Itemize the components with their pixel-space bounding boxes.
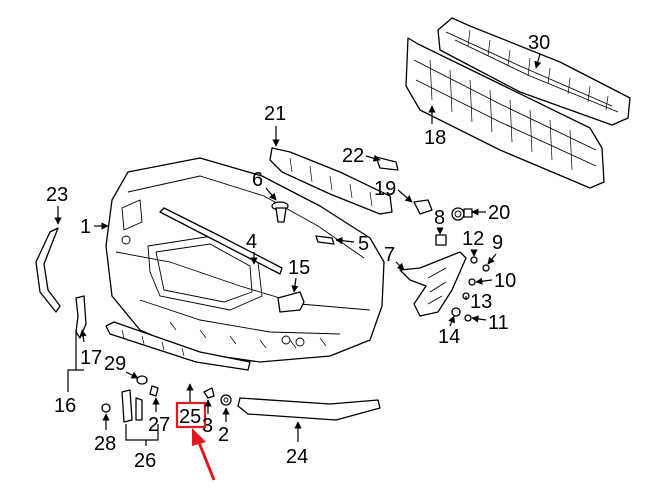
part-18-absorber [405, 37, 605, 189]
callout-23: 23 [46, 184, 68, 206]
part-19-plate [413, 199, 433, 215]
callout-14: 14 [438, 326, 460, 348]
part-8-nut [435, 234, 447, 246]
callout-27: 27 [148, 414, 170, 436]
callout-9: 9 [492, 232, 503, 254]
part-24-lower-molding [237, 397, 381, 421]
callout-2: 2 [218, 424, 229, 446]
callout-5: 5 [358, 233, 369, 255]
part-4-molding [159, 207, 283, 275]
part-22-clip [375, 156, 399, 171]
part-20-grommet [451, 207, 473, 221]
part-7-side-bracket [399, 251, 467, 317]
callout-24: 24 [286, 446, 308, 468]
callout-13: 13 [470, 291, 492, 313]
callout-10: 10 [494, 270, 516, 292]
callout-11: 11 [488, 312, 509, 334]
callout-7: 7 [384, 244, 395, 266]
callout-20: 20 [488, 202, 510, 224]
callout-18: 18 [424, 127, 446, 149]
callout-4: 4 [246, 231, 257, 253]
callout-25: 25 [179, 406, 201, 428]
callout-6: 6 [252, 169, 263, 191]
callout-17: 17 [80, 347, 102, 369]
callout-16: 16 [54, 395, 76, 417]
callout-26: 26 [134, 450, 156, 472]
callout-21: 21 [264, 103, 286, 125]
callout-19: 19 [374, 178, 396, 200]
part-15-bracket [277, 291, 305, 313]
part-17-strip [75, 295, 87, 339]
highlight-arrow [192, 428, 216, 481]
highlight-box-25 [175, 401, 207, 429]
callout-15: 15 [288, 257, 310, 279]
part-5-plate [315, 235, 335, 245]
small-parts-bottom [101, 375, 232, 423]
lower-grille-strip [105, 321, 251, 371]
callout-28: 28 [94, 433, 116, 455]
callout-22: 22 [342, 145, 364, 167]
callout-8: 8 [434, 207, 445, 229]
part-23-side-strip [35, 227, 61, 313]
callouts: 30 18 21 22 19 20 8 6 5 4 1 23 1 [46, 32, 550, 472]
callout-3: 3 [202, 415, 213, 437]
callout-12: 12 [462, 228, 484, 250]
part-21-bracket [269, 147, 393, 215]
callout-29: 29 [104, 353, 126, 375]
part-6-push-clip [271, 201, 289, 223]
part-30-reinforcement [437, 17, 631, 126]
callout-30: 30 [528, 32, 550, 54]
callout-1: 1 [80, 216, 91, 238]
part-1-bumper-cover [105, 157, 385, 363]
